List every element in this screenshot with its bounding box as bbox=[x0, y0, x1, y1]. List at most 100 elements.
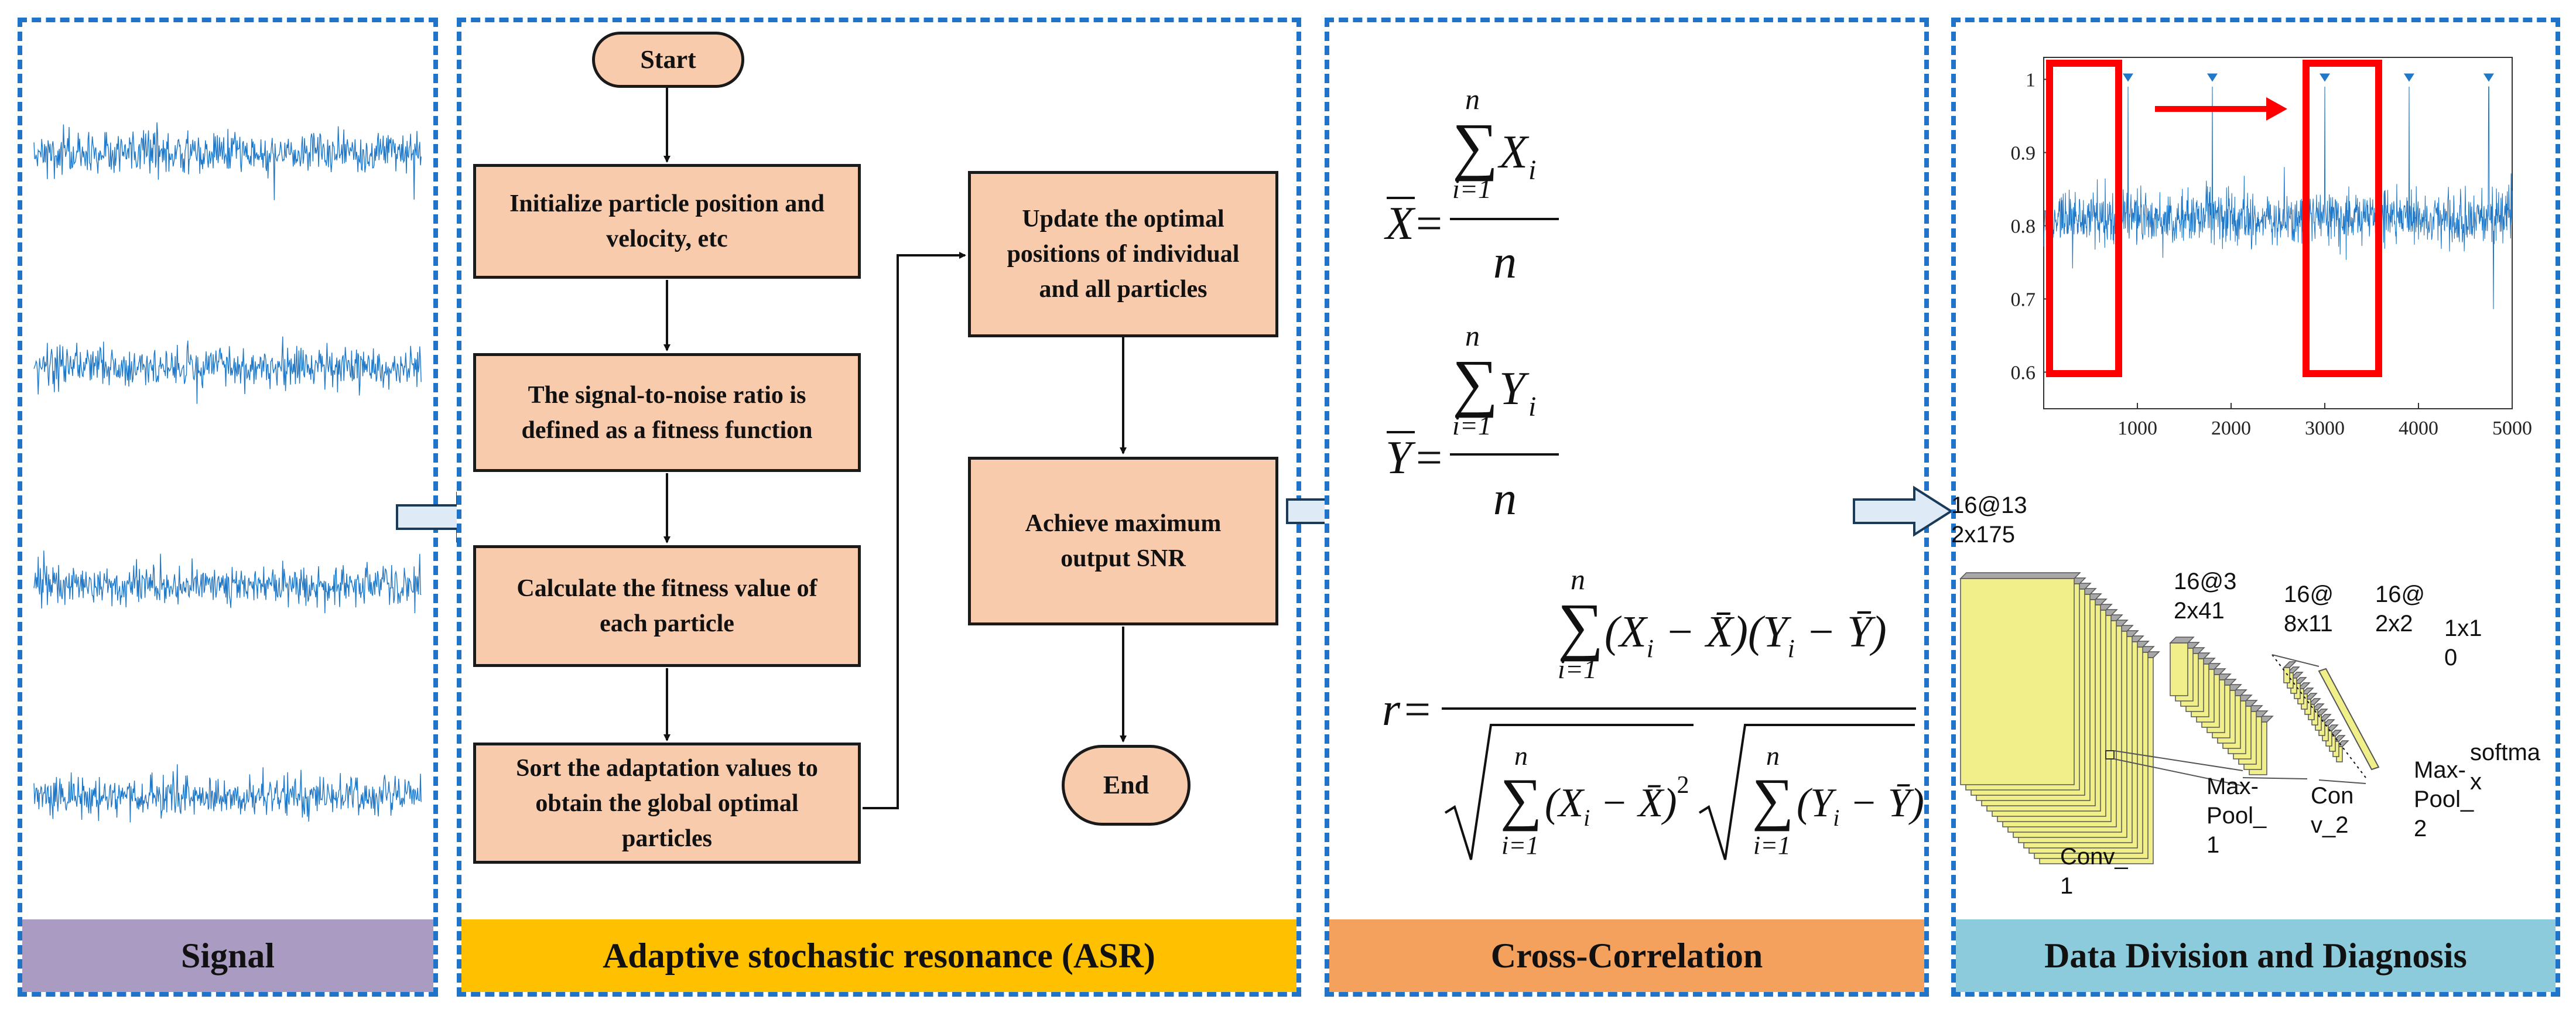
eq-r-num-b: − X̄)(Y bbox=[1654, 607, 1792, 656]
eq-r-num-sum: ∑ bbox=[1558, 590, 1603, 662]
direction-arrow bbox=[2155, 97, 2287, 121]
signal-panel: Signal bbox=[18, 18, 438, 997]
dd-footer-label: Data Division and Diagnosis bbox=[2044, 936, 2467, 975]
cnn-label-conv1: Conv_ 1 bbox=[2060, 844, 2128, 899]
flowchart-arrows bbox=[663, 87, 1127, 809]
flow-initialize: Initialize particle position and velocity… bbox=[473, 164, 861, 279]
flow-calc-line1: Calculate the fitness value of bbox=[516, 575, 817, 602]
cnn-layer-pool1 bbox=[2169, 637, 2274, 775]
eq-r-den-y-a: (Y bbox=[1797, 781, 1837, 826]
flow-snr-line2: defined as a fitness function bbox=[521, 416, 813, 444]
eq-r-den-y: (Yi − Ȳ)2 bbox=[1797, 772, 1924, 831]
eq-r-den-upper2: n bbox=[1766, 741, 1780, 771]
signal-waveforms bbox=[33, 122, 422, 823]
peak-marker bbox=[2483, 73, 2494, 82]
cnn-label-l5: 1x1 0 bbox=[2444, 615, 2482, 671]
eq-r-den-sum1: ∑ bbox=[1500, 767, 1542, 832]
cnn-connector-lines bbox=[2105, 654, 2366, 786]
eq-r-num: (Xi − X̄)(Yi − Ȳ) bbox=[1605, 607, 1887, 663]
eq-xbar-lower: i=1 bbox=[1452, 174, 1491, 204]
eq-r-den-x-sub: i bbox=[1583, 805, 1590, 831]
flow-initialize-line1: Initialize particle position and bbox=[509, 190, 825, 217]
eq-xbar-sum: ∑ bbox=[1452, 110, 1498, 182]
y-tick-label: 0.9 bbox=[2011, 143, 2036, 165]
eq-r-den-lower1: i=1 bbox=[1501, 831, 1539, 860]
highlight-box-1 bbox=[2046, 60, 2122, 377]
eq-r-num-a: (X bbox=[1605, 607, 1648, 656]
flow-achieve-snr: Achieve maximum output SNR bbox=[968, 457, 1278, 625]
eq-r-den-x-sq: 2 bbox=[1677, 772, 1689, 799]
x-tick-label: 3000 bbox=[2305, 418, 2345, 439]
asr-footer-label: Adaptive stochastic resonance (ASR) bbox=[603, 936, 1155, 975]
eq-xbar-lhs: X bbox=[1384, 198, 1416, 249]
cnn-layer-conv2 bbox=[2283, 661, 2349, 762]
cnn-label-l2: 16@3 2x41 bbox=[2174, 569, 2237, 624]
signal-waveform-2 bbox=[33, 336, 422, 404]
eq-r-den-upper1: n bbox=[1514, 741, 1528, 771]
eq-ybar-n: n bbox=[1493, 473, 1517, 525]
y-tick-label: 0.6 bbox=[2011, 362, 2036, 384]
signal-footer-label: Signal bbox=[180, 936, 275, 975]
signal-waveform-1 bbox=[33, 122, 422, 200]
asr-footer: Adaptive stochastic resonance (ASR) bbox=[461, 919, 1296, 992]
eq-r-num-upper: n bbox=[1571, 563, 1585, 596]
flow-start-label: Start bbox=[640, 45, 696, 74]
eq-r-den-lower2: i=1 bbox=[1753, 831, 1791, 860]
eq-r-den-y-b: − Ȳ) bbox=[1839, 781, 1924, 826]
flow-achieve-line2: output SNR bbox=[1060, 545, 1186, 572]
y-tick-label: 0.7 bbox=[2011, 289, 2036, 311]
flow-initialize-line2: velocity, etc bbox=[606, 225, 728, 252]
eq-ybar-upper: n bbox=[1465, 319, 1480, 352]
cnn-diagram bbox=[1959, 572, 2380, 864]
cnn-layer-fc bbox=[2318, 668, 2380, 771]
eq-xbar-n: n bbox=[1493, 237, 1517, 288]
eq-r-den-x: (Xi − X̄)2 bbox=[1545, 772, 1689, 831]
signal-waveform-4 bbox=[33, 764, 422, 823]
flow-update-line1: Update the optimal bbox=[1022, 206, 1224, 232]
signal-footer: Signal bbox=[22, 919, 433, 992]
x-tick-label: 4000 bbox=[2399, 418, 2438, 439]
x-tick-label: 5000 bbox=[2492, 418, 2532, 439]
flow-sort-line1: Sort the adaptation values to bbox=[516, 754, 818, 782]
eq-ybar-equals: = bbox=[1416, 432, 1442, 484]
eq-r-den-y-sub: i bbox=[1833, 805, 1839, 831]
signal-waveform-3 bbox=[33, 550, 422, 614]
eq-r-lhs: r bbox=[1382, 684, 1401, 736]
y-tick-label: 0.8 bbox=[2011, 216, 2036, 238]
cc-footer: Cross-Correlation bbox=[1329, 919, 1924, 992]
arrow-cc-to-dd bbox=[1853, 485, 1954, 537]
peak-marker bbox=[2123, 73, 2133, 82]
eq-r-num-sub1: i bbox=[1647, 634, 1654, 663]
flow-achieve-line1: Achieve maximum bbox=[1025, 510, 1222, 537]
eq-ybar-sub: i bbox=[1528, 391, 1536, 422]
eq-ybar-lower: i=1 bbox=[1452, 410, 1491, 440]
flow-sort-line2: obtain the global optimal bbox=[535, 789, 799, 817]
cc-footer-label: Cross-Correlation bbox=[1490, 936, 1763, 975]
cnn-layer-conv1 bbox=[1959, 572, 2160, 864]
cnn-label-pool2: Max- Pool_ 2 bbox=[2414, 757, 2474, 841]
eq-r-num-sub2: i bbox=[1788, 634, 1795, 663]
x-tick-label: 1000 bbox=[2117, 418, 2157, 439]
cnn-label-l3: 16@ 8x11 bbox=[2284, 581, 2334, 637]
flow-start: Start bbox=[592, 32, 744, 88]
cnn-label-conv2: Con v_2 bbox=[2311, 783, 2354, 838]
peak-marker bbox=[2207, 73, 2218, 82]
cc-equations: X = ∑ n i=1 X i n Y = ∑ n i=1 Y i n r = … bbox=[1382, 83, 1924, 860]
highlight-box-2 bbox=[2303, 60, 2382, 377]
cc-panel: X = ∑ n i=1 X i n Y = ∑ n i=1 Y i n r = … bbox=[1325, 18, 1929, 997]
eq-r-den-x-b: − X̄) bbox=[1590, 781, 1677, 826]
eq-xbar-sub: i bbox=[1528, 155, 1536, 186]
cnn-label-l1: 16@13 2x175 bbox=[1951, 492, 2027, 548]
eq-ybar-lhs: Y bbox=[1386, 432, 1416, 484]
flow-sort-values: Sort the adaptation values to obtain the … bbox=[473, 743, 861, 864]
asr-panel: Start Initialize particle position and ve… bbox=[457, 18, 1301, 997]
cnn-label-pool1: Max- Pool_ 1 bbox=[2206, 774, 2267, 858]
cnn-label-l4: 16@ 2x2 bbox=[2375, 581, 2426, 637]
eq-ybar-yi: Y bbox=[1499, 363, 1530, 415]
flow-sort-line3: particles bbox=[622, 825, 712, 852]
